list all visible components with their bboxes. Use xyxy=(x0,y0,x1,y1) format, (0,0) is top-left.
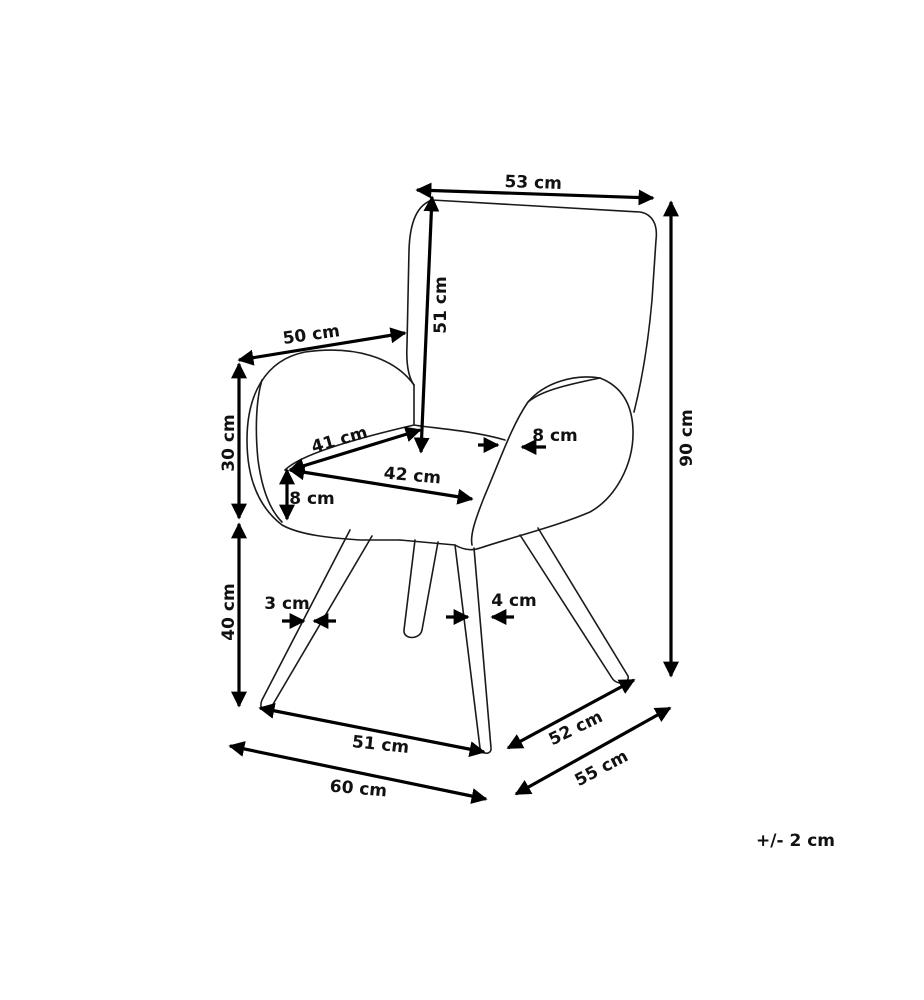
label-overall-width: 60 cm xyxy=(329,777,388,802)
dim-line-back-width xyxy=(415,182,655,206)
chair-right-armrest xyxy=(399,376,634,551)
label-base-depth: 52 cm xyxy=(546,707,606,750)
dim-line-overall-depth xyxy=(514,706,672,796)
label-arm-thickness-left: 8 cm xyxy=(289,489,335,509)
label-leg-height: 40 cm xyxy=(219,583,239,640)
dim-line-seat-width xyxy=(288,464,474,505)
label-seat-width: 42 cm xyxy=(383,464,442,489)
chair-outline xyxy=(246,199,658,755)
chair-leg-back-left xyxy=(403,539,439,639)
chair-right-armrest-edge xyxy=(527,377,601,403)
dim-line-arm-depth xyxy=(237,327,407,366)
label-back-height: 51 cm xyxy=(431,276,451,333)
dimension-labels: 53 cm 51 cm 90 cm 50 cm 30 cm 41 cm 42 c… xyxy=(219,172,835,851)
dimension-lines xyxy=(228,182,679,804)
dim-line-overall-width xyxy=(228,741,488,804)
chair-seat xyxy=(284,384,506,471)
tolerance-note: +/- 2 cm xyxy=(756,831,835,851)
chair-leg-front-right xyxy=(454,544,492,755)
label-overall-depth: 55 cm xyxy=(572,746,632,791)
label-total-height: 90 cm xyxy=(677,409,697,466)
label-seat-depth: 41 cm xyxy=(309,423,370,458)
chair-left-armrest-inner xyxy=(255,379,283,523)
label-arm-thickness-right: 8 cm xyxy=(532,426,578,446)
label-leg-width-back: 4 cm xyxy=(491,591,537,611)
label-back-width: 53 cm xyxy=(504,172,562,194)
label-leg-width-front: 3 cm xyxy=(264,594,310,614)
dim-line-back-height xyxy=(413,195,440,454)
dim-line-seat-depth xyxy=(288,426,422,474)
label-arm-height: 30 cm xyxy=(219,414,239,471)
